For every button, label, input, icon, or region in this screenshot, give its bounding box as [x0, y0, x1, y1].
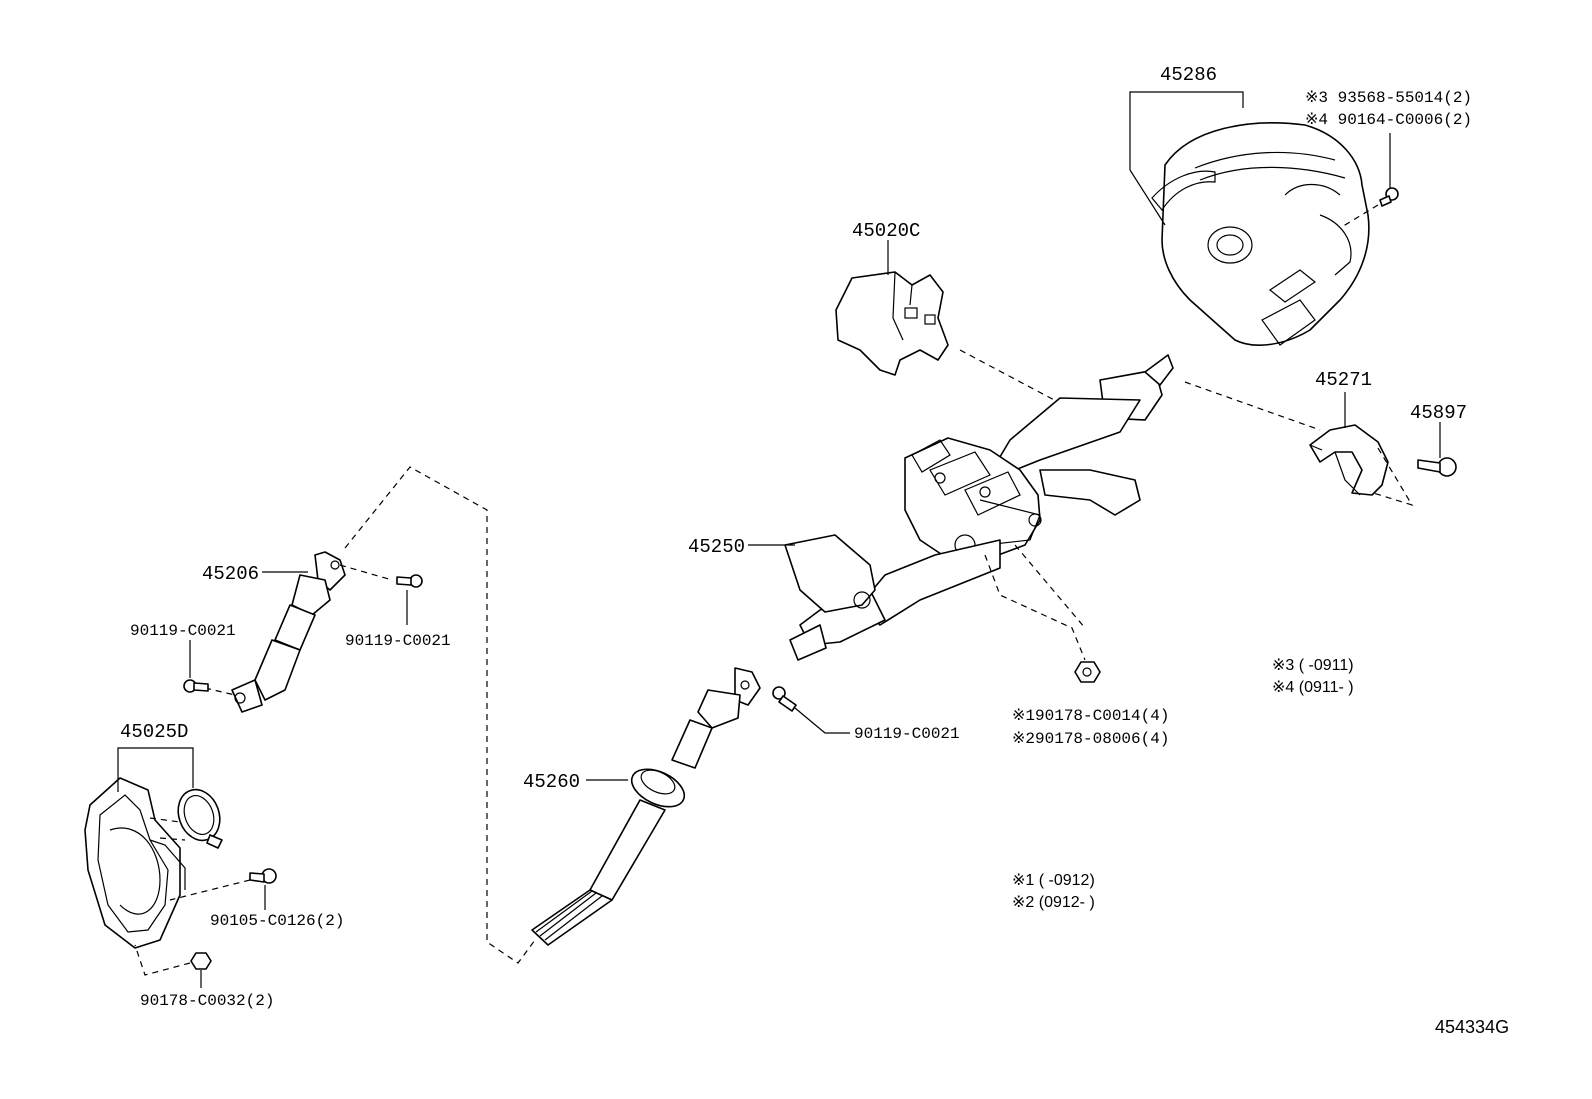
leader-90119-c [794, 707, 850, 734]
label-93568: ※3 93568-55014(2) [1305, 89, 1472, 107]
clamp-45271[interactable] [1309, 424, 1389, 496]
diagram-reference-code: 454334G [1435, 1017, 1509, 1037]
note-4: ※4 (0911- ) [1272, 679, 1354, 696]
dash-45206-left [204, 687, 236, 696]
dash-90105 [169, 879, 251, 901]
bolt-90105-C0126[interactable] [249, 868, 277, 884]
steering-column-assembly[interactable] [784, 354, 1174, 661]
leader-45025D [117, 747, 194, 792]
note-2: ※2 (0912- ) [1012, 894, 1095, 911]
bolt-45897[interactable] [1417, 457, 1457, 477]
dash-45206-right [339, 564, 393, 581]
dash-shaft-link [344, 466, 536, 964]
lower-shaft-45260[interactable] [531, 667, 761, 946]
note-1: ※1 ( -0912) [1012, 872, 1095, 889]
dash-45020C [959, 349, 1059, 403]
boot-45025D[interactable] [84, 777, 227, 949]
intermediate-shaft-45206[interactable] [231, 551, 346, 713]
nut-90178-C0014[interactable] [1074, 661, 1101, 683]
label-90178-08006: ※290178-08006(4) [1012, 730, 1169, 748]
dash-45025D [149, 817, 186, 841]
column-cover-45286[interactable] [1151, 122, 1370, 346]
label-45250: 45250 [688, 536, 745, 558]
label-90178-C0032: 90178-C0032(2) [140, 992, 274, 1010]
label-90119-a: 90119-C0021 [345, 632, 451, 650]
dash-90178-C0032 [134, 944, 191, 976]
label-45286: 45286 [1160, 64, 1217, 86]
bolt-90119-C0021-a[interactable] [396, 574, 423, 588]
label-45271: 45271 [1315, 369, 1372, 391]
note-3: ※3 ( -0911) [1272, 657, 1354, 674]
label-90164: ※4 90164-C0006(2) [1305, 111, 1472, 129]
dash-93568 [1339, 204, 1379, 229]
label-45206: 45206 [202, 563, 259, 585]
label-90105: 90105-C0126(2) [210, 912, 344, 930]
label-90119-c: 90119-C0021 [854, 725, 960, 743]
bolt-90119-C0021-c[interactable] [772, 686, 797, 712]
dash-90178-C0014 [984, 544, 1086, 661]
bracket-45020C[interactable] [835, 271, 949, 376]
label-45260: 45260 [523, 771, 580, 793]
leader-45286 [1129, 91, 1244, 226]
nut-90178-C0032[interactable] [190, 952, 212, 970]
screw-93568[interactable] [1379, 187, 1399, 207]
dash-45271 [1184, 381, 1414, 507]
bolt-90119-C0021-b[interactable] [183, 679, 209, 693]
label-45020C: 45020C [852, 220, 920, 242]
label-90178-C0014: ※190178-C0014(4) [1012, 707, 1169, 725]
label-90119-b: 90119-C0021 [130, 622, 236, 640]
label-45025D: 45025D [120, 721, 188, 743]
label-45897: 45897 [1410, 402, 1467, 424]
